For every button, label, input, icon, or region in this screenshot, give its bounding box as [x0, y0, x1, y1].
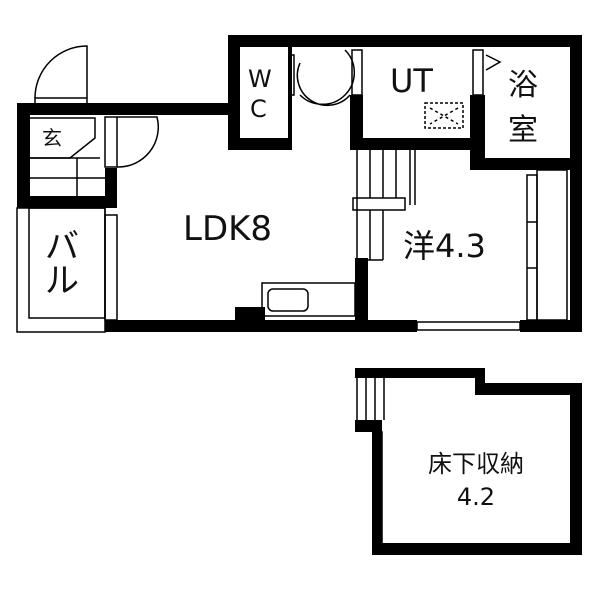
- wc-label-c: C: [250, 95, 267, 123]
- ldk-label: LDK8: [183, 209, 272, 249]
- fixtures: [16, 45, 568, 544]
- balcony-label-2: ル: [45, 261, 79, 301]
- entrance-label: 玄: [42, 126, 62, 150]
- western-room-label: 洋4.3: [403, 227, 486, 265]
- walls: [17, 35, 582, 555]
- room-labels: 玄 バ ル W C UT 浴 室 LDK8 洋4.3 床下収納 4.2: [42, 62, 538, 511]
- storage-size-label: 4.2: [457, 483, 495, 511]
- ut-label: UT: [390, 62, 433, 100]
- wc-label-w: W: [248, 65, 272, 93]
- bath-label-1: 浴: [508, 68, 538, 103]
- storage-name-label: 床下収納: [428, 450, 524, 478]
- bath-label-2: 室: [508, 113, 538, 148]
- balcony-label-1: バ: [45, 227, 79, 267]
